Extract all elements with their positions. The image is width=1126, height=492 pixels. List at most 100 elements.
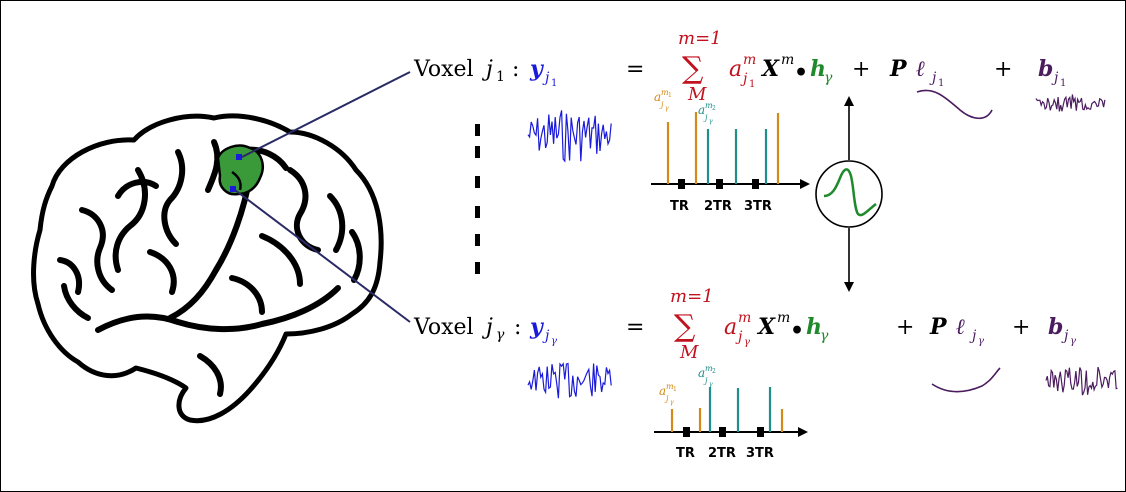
connector-line-top — [241, 71, 411, 158]
plus-1a: + — [852, 57, 870, 82]
b-sub-j-2: j — [1061, 328, 1069, 344]
brain-sulci — [57, 139, 363, 397]
l-sub-j-2: j — [969, 328, 977, 344]
stim1-a2-sup: m — [705, 101, 713, 110]
a-sub-j-2: j — [735, 329, 743, 345]
stim2-label-a1: a m 1 j γ — [659, 382, 677, 406]
y-sub-n-2: γ — [551, 336, 557, 347]
stim1-a1-sup: m — [661, 88, 669, 97]
h-sub-1: γ — [824, 70, 833, 86]
sum-top-1: m=1 — [678, 28, 722, 49]
stim2-tick-label-2: 2TR — [708, 446, 736, 461]
stim1-a2-sup-sub: 2 — [712, 105, 716, 112]
a-symbol-1: a — [729, 57, 742, 82]
voxel-marker-1 — [236, 154, 242, 160]
sum-symbol-2: ∑ — [674, 309, 696, 344]
sum-bottom-1: M — [687, 84, 707, 105]
stim2-tick-label-1: TR — [676, 446, 695, 461]
stim2-a1-sub: j — [664, 394, 669, 403]
stim2-a2-sym: a — [698, 366, 705, 380]
a-sub-n-1: 1 — [749, 79, 755, 90]
l-sub-j-1: j — [929, 70, 937, 86]
b-sub-j-1: j — [1051, 70, 1059, 86]
stim1-a1-sym: a — [654, 90, 661, 104]
stim1-a1-sub-sub: γ — [665, 105, 669, 112]
stim2-a1-sym: a — [659, 384, 666, 398]
stim1-axis-arrowhead — [800, 179, 810, 189]
X-symbol-2: X — [756, 314, 776, 340]
conv-dot-1: • — [794, 60, 808, 86]
hrf-circle — [815, 160, 883, 228]
y-symbol-1: y — [529, 56, 545, 82]
a-sup-2: m — [738, 310, 751, 326]
stim1-label-a2: a m 2 j γ — [698, 101, 716, 125]
sum-bottom-2: M — [679, 342, 699, 363]
sum-symbol-1: ∑ — [682, 51, 704, 86]
stim1-a2-sym: a — [698, 103, 705, 117]
l-symbol-1: ℓ — [916, 56, 925, 82]
sum-top-2: m=1 — [670, 286, 714, 307]
stim2-a1-sup-sub: 1 — [673, 386, 677, 393]
stim2-tick-label-3: 3TR — [746, 446, 774, 461]
stim1-a1-sub: j — [659, 100, 664, 109]
stim1-tick-label-3: 3TR — [744, 199, 772, 214]
h-symbol-2: h — [806, 314, 822, 340]
stim2-tick-mark-3 — [757, 427, 764, 437]
stim2-a2-sub: j — [703, 376, 708, 385]
y-sub-j-2: j — [542, 328, 550, 344]
brain-outline — [31, 113, 384, 424]
h-sub-2: γ — [820, 328, 829, 344]
a-sub-n-2: γ — [744, 337, 750, 348]
conv-dot-2: • — [790, 318, 804, 344]
stim1-tick-mark-1 — [678, 179, 685, 189]
l-sub-n-1: 1 — [938, 78, 944, 89]
brain-illustration — [31, 113, 384, 424]
hrf-block — [815, 96, 883, 292]
plus-1b: + — [994, 57, 1012, 82]
hrf-curve — [823, 168, 877, 217]
stim1-tick-label-2: 2TR — [704, 199, 732, 214]
stim1-tick-mark-2 — [716, 179, 723, 189]
equals-1: = — [626, 57, 644, 82]
stimulus-chart-1: TR 2TR 3TR a m 1 j γ a m 2 j γ — [651, 88, 810, 214]
voxel-marker-2 — [230, 186, 236, 192]
stim1-label-a1: a m 1 j γ — [654, 88, 672, 112]
stim2-a2-sub-sub: γ — [709, 381, 713, 388]
stim2-a2-sup: m — [705, 364, 713, 373]
X-sup-1: m — [781, 52, 794, 68]
roi-inner-fold — [231, 170, 242, 191]
b-sub-n-2: γ — [1070, 336, 1076, 347]
y-sub-j-1: j — [542, 70, 550, 86]
stim1-tick-mark-3 — [752, 179, 759, 189]
plus-2a: + — [896, 315, 914, 340]
voxel-word-1: Voxel — [413, 57, 474, 82]
y-sub-n-1: 1 — [551, 78, 557, 89]
a-sub-j-1: j — [740, 71, 748, 87]
drift-curve-2 — [931, 367, 1001, 393]
equation-row-2: Voxel j γ : y j γ = m=1 ∑ M a m j γ X m … — [413, 286, 1076, 363]
stim2-a2-sup-sub: 2 — [712, 368, 716, 375]
voxel-symbol-1: j — [481, 57, 493, 82]
stim2-label-a2: a m 2 j γ — [698, 364, 716, 388]
vertical-ellipsis — [475, 124, 480, 274]
y-symbol-2: y — [529, 314, 545, 340]
noise-signal-b1 — [1035, 94, 1106, 112]
a-sup-1: m — [743, 52, 756, 68]
arrow-up-head — [844, 96, 854, 106]
stim2-a1-sup: m — [666, 382, 674, 391]
stimulus-chart-2: TR 2TR 3TR a m 1 j γ a m 2 j γ — [654, 364, 808, 461]
stim2-tick-mark-2 — [719, 427, 726, 437]
bold-signal-y1 — [527, 110, 612, 163]
connector-line-bottom — [234, 189, 411, 323]
voxel-word-2: Voxel — [413, 315, 474, 340]
stim1-tick-label-1: TR — [670, 199, 689, 214]
plus-2b: + — [1012, 315, 1030, 340]
b-symbol-1: b — [1038, 56, 1053, 82]
l-sub-n-2: γ — [978, 336, 984, 347]
X-symbol-1: X — [760, 56, 780, 82]
stim2-axis-arrowhead — [798, 427, 808, 437]
equation-row-1: Voxel j 1 : y j 1 = m=1 ∑ M a m j 1 X m … — [413, 28, 1066, 105]
voxel-sub-1: 1 — [496, 69, 505, 85]
X-sup-2: m — [777, 310, 790, 326]
